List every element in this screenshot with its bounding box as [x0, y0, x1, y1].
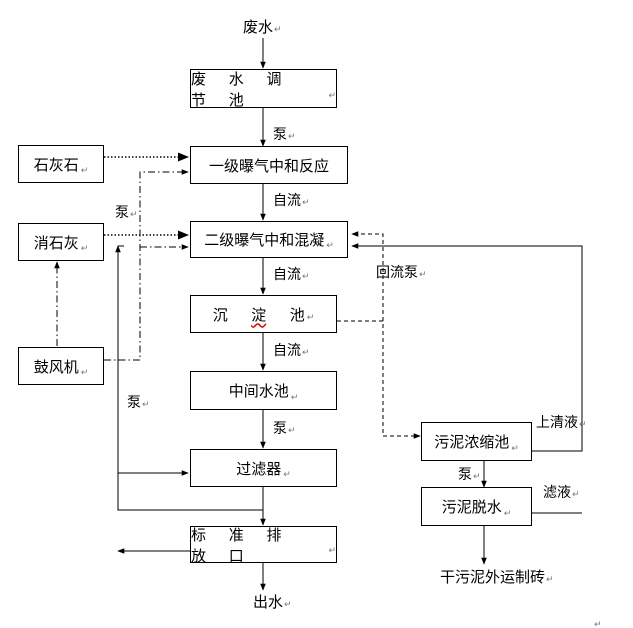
filter-box: 过滤器↵ — [190, 449, 337, 487]
paragraph-mark: ↵ — [328, 546, 336, 556]
supernatant-label: 上清液 — [536, 415, 578, 431]
pump-label: 泵 — [273, 421, 287, 437]
paragraph-mark: ↵ — [284, 600, 292, 610]
gravity-flow-label: 自流 — [273, 193, 301, 209]
gravity-flow-label: 自流 — [273, 343, 301, 359]
wastewater-text: 废水 — [243, 18, 274, 36]
return-pump-label: 回流泵 — [376, 265, 418, 281]
sludge-dewatering-label: 污泥脱水 — [441, 498, 502, 516]
paragraph-mark: ↵ — [302, 348, 310, 358]
blower-label: 鼓风机 — [33, 357, 79, 376]
edge-label-gravity-1: 自流↵ — [273, 190, 310, 210]
sludge-thickener-label: 污泥浓缩池 — [434, 433, 510, 451]
regulating-tank-label: 废 水 调 节 池 — [191, 69, 291, 109]
paragraph-mark: ↵ — [80, 166, 89, 176]
edge-label-supernatant: 上清液↵ — [536, 412, 587, 432]
paragraph-mark: ↵ — [130, 210, 138, 220]
air-line-main — [104, 169, 189, 361]
paragraph-mark: ↵ — [594, 620, 602, 628]
blower-box: 鼓风机↵ — [18, 347, 104, 385]
paragraph-mark: ↵ — [302, 272, 310, 282]
paragraph-mark: ↵ — [290, 393, 299, 403]
dry-sludge-label: 干污泥外运制砖↵ — [440, 566, 554, 587]
regulating-tank-box: 废 水 调 节 池 ↵ — [190, 69, 337, 109]
paragraph-mark: ↵ — [326, 241, 334, 251]
paragraph-mark: ↵ — [306, 312, 315, 323]
filtrate-label: 滤液 — [543, 485, 571, 501]
edge-label-filtrate: 滤液↵ — [543, 482, 580, 502]
pump-label: 泵 — [115, 205, 129, 221]
paragraph-mark: ↵ — [419, 270, 427, 280]
sedimentation-char-3: 池 — [289, 305, 305, 324]
sedimentation-char-1: 沉 — [212, 305, 228, 324]
edge-label-pump-sludge: 泵↵ — [458, 464, 481, 484]
stage2-box: 二级曝气中和混凝↵ — [190, 221, 348, 258]
trailing-paragraph-mark: ↵ — [593, 615, 602, 628]
edge-label-pump-1: 泵↵ — [273, 124, 296, 144]
edge-label-gravity-3: 自流↵ — [273, 340, 310, 360]
stage1-label: 一级曝气中和反应 — [208, 156, 329, 175]
stage2-label: 二级曝气中和混凝 — [204, 231, 325, 249]
edge-label-gravity-2: 自流↵ — [273, 264, 310, 284]
edge-label-pump-left-top: 泵↵ — [115, 202, 138, 222]
return-pump-line — [351, 231, 384, 321]
dry-sludge-text: 干污泥外运制砖 — [440, 568, 546, 586]
paragraph-mark: ↵ — [283, 470, 291, 480]
sludge-thickener-box: 污泥浓缩池↵ — [421, 422, 532, 461]
paragraph-mark: ↵ — [80, 368, 89, 378]
paragraph-mark: ↵ — [302, 198, 310, 208]
intermediate-tank-label: 中间水池 — [228, 382, 289, 400]
paragraph-mark: ↵ — [503, 509, 512, 519]
paragraph-mark: ↵ — [142, 400, 150, 410]
paragraph-mark: ↵ — [80, 244, 89, 254]
paragraph-mark: ↵ — [511, 444, 519, 454]
wastewater-label: 废水↵ — [243, 16, 282, 37]
paragraph-mark: ↵ — [572, 490, 580, 500]
limestone-box: 石灰石↵ — [18, 145, 104, 183]
sludge-line — [337, 320, 421, 439]
intermediate-tank-box: 中间水池↵ — [190, 371, 337, 410]
pump-label: 泵 — [127, 395, 141, 411]
paragraph-mark: ↵ — [473, 472, 481, 482]
supernatant-return — [351, 243, 583, 452]
paragraph-mark: ↵ — [579, 420, 587, 430]
stage1-box: 一级曝气中和反应 — [190, 146, 348, 184]
paragraph-mark: ↵ — [288, 132, 296, 142]
sedimentation-box: 沉 淀 池↵ — [190, 295, 337, 333]
edge-label-pump-left-bottom: 泵↵ — [127, 392, 150, 412]
edge-label-return-pump: 回流泵↵ — [376, 262, 427, 282]
paragraph-mark: ↵ — [274, 25, 282, 35]
sedimentation-char-2: 淀 — [251, 305, 267, 324]
effluent-text: 出水 — [253, 593, 284, 611]
pump-label: 泵 — [273, 127, 287, 143]
paragraph-mark: ↵ — [328, 91, 336, 101]
paragraph-mark: ↵ — [546, 575, 554, 585]
edge-label-pump-2: 泵↵ — [273, 418, 296, 438]
slaked-lime-label: 消石灰 — [33, 233, 79, 252]
limestone-label: 石灰石 — [33, 155, 79, 174]
pump-label: 泵 — [458, 467, 472, 483]
outfall-box: 标 准 排 放 口 ↵ — [190, 525, 337, 565]
gravity-flow-label: 自流 — [273, 267, 301, 283]
return-line-left — [117, 245, 263, 511]
paragraph-mark: ↵ — [288, 426, 296, 436]
effluent-label: 出水↵ — [253, 591, 292, 612]
outfall-label: 标 准 排 放 口 — [191, 525, 291, 565]
slaked-lime-box: 消石灰↵ — [18, 223, 104, 261]
sludge-dewatering-box: 污泥脱水↵ — [421, 487, 532, 526]
filter-label: 过滤器 — [236, 459, 282, 478]
